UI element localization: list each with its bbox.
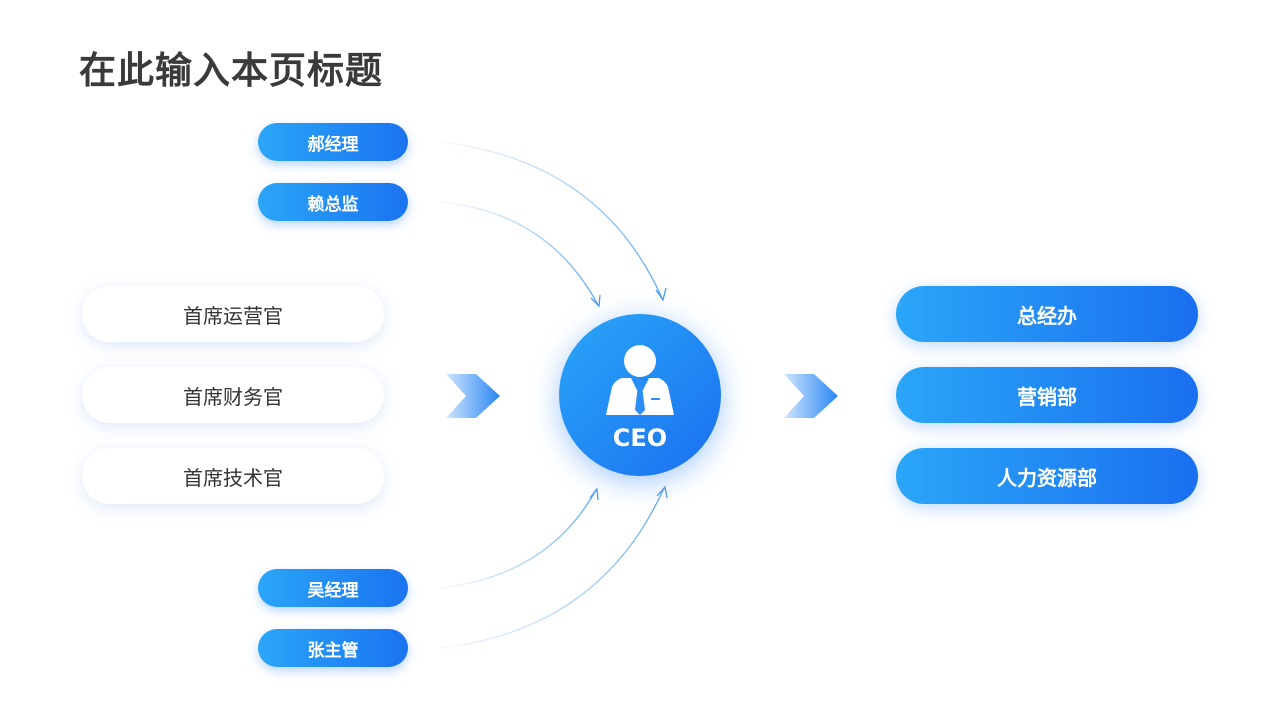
connector-top-2 (439, 201, 599, 306)
executive-label: 首席运营官 (183, 303, 283, 328)
connector-top-1 (439, 141, 663, 299)
chevron-right-icon (784, 374, 838, 418)
executive-pill[interactable]: 首席技术官 (82, 448, 384, 504)
executive-pill[interactable]: 首席运营官 (82, 286, 384, 342)
manager-pill[interactable]: 郝经理 (258, 123, 408, 161)
executive-pill[interactable]: 首席财务官 (82, 367, 384, 423)
manager-pill[interactable]: 张主管 (258, 629, 408, 667)
ceo-label: CEO (612, 424, 668, 452)
executive-label: 首席技术官 (183, 465, 283, 490)
executive-label: 首席财务官 (183, 384, 283, 409)
arrowhead-icon (655, 287, 667, 302)
department-label: 营销部 (1017, 384, 1077, 409)
department-pill[interactable]: 人力资源部 (896, 448, 1198, 504)
manager-label: 张主管 (307, 640, 359, 661)
department-label: 总经办 (1017, 303, 1077, 328)
connector-bottom-1 (439, 489, 597, 589)
ceo-node[interactable]: CEO (559, 314, 721, 476)
department-pill[interactable]: 总经办 (896, 286, 1198, 342)
businessman-icon (606, 345, 674, 415)
chevron-right-icon (446, 374, 500, 418)
arrowhead-icon (590, 294, 601, 308)
arrowhead-icon (656, 485, 668, 499)
manager-label: 吴经理 (307, 580, 359, 601)
manager-label: 赖总监 (307, 194, 359, 215)
manager-label: 郝经理 (307, 134, 359, 155)
manager-pill[interactable]: 赖总监 (258, 183, 408, 221)
department-pill[interactable]: 营销部 (896, 367, 1198, 423)
department-label: 人力资源部 (997, 465, 1097, 490)
page-title: 在此输入本页标题 (79, 49, 383, 92)
arrowhead-icon (589, 487, 599, 501)
connector-bottom-2 (439, 487, 665, 649)
manager-pill[interactable]: 吴经理 (258, 569, 408, 607)
